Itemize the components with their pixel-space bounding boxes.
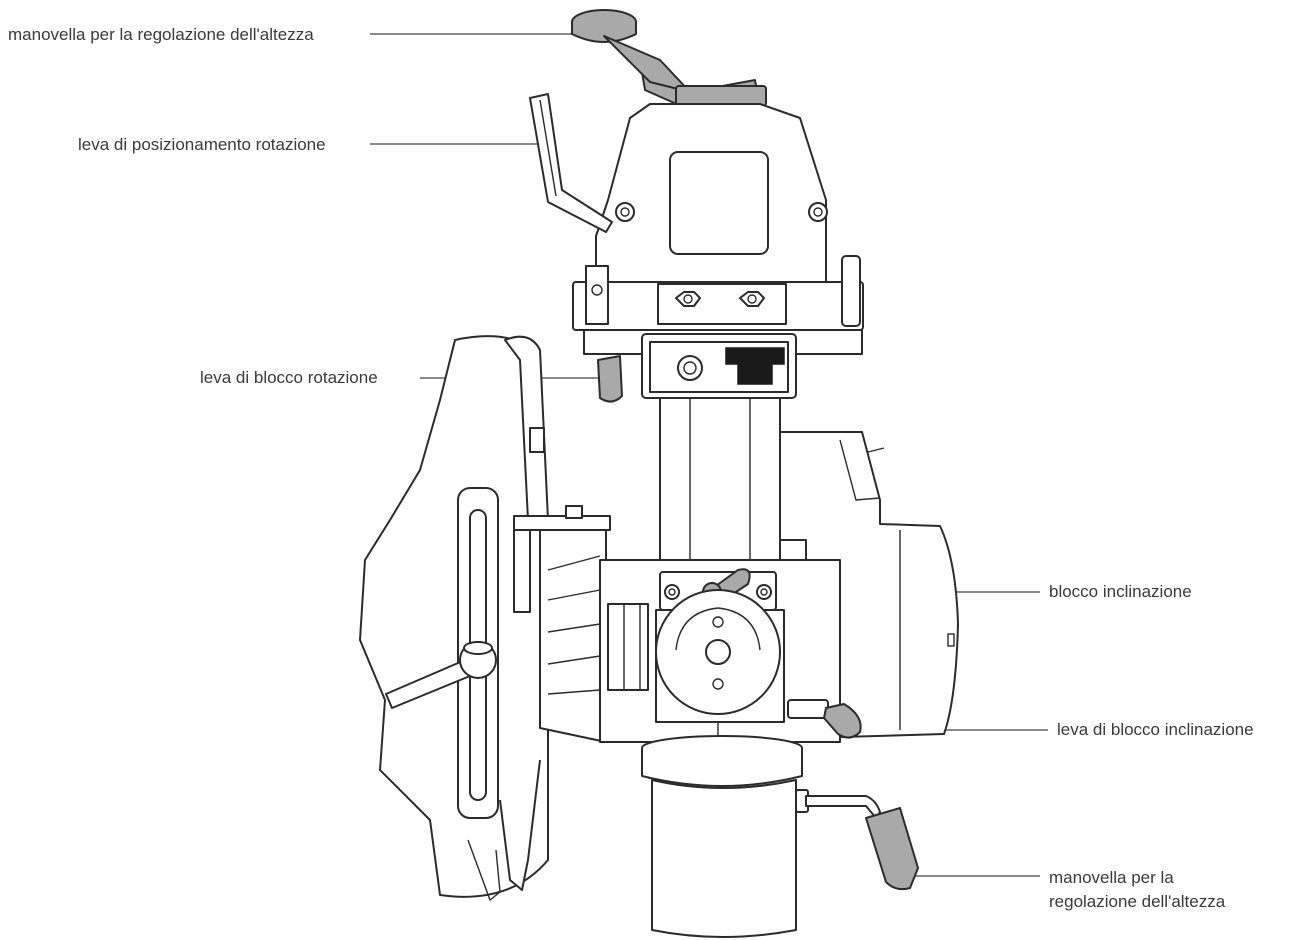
- column: [659, 395, 781, 577]
- column-collar: [641, 333, 797, 399]
- label-height-crank-top: manovella per la regolazione dell'altezz…: [8, 25, 314, 44]
- label-tilt-lock: blocco inclinazione: [1049, 582, 1192, 601]
- bottom-height-crank: [795, 789, 919, 891]
- label-rotation-positioning-lever: leva di posizionamento rotazione: [78, 135, 326, 154]
- tilt-lock-lever: [787, 699, 862, 739]
- label-tilt-lock-lever: leva di blocco inclinazione: [1057, 720, 1254, 739]
- tilt-dial: [655, 589, 785, 742]
- label-rotation-lock-lever: leva di blocco rotazione: [200, 368, 378, 387]
- top-height-crank: [571, 9, 767, 111]
- index-block: [725, 347, 785, 385]
- label-height-crank-bottom-line1: manovella per la: [1049, 868, 1174, 887]
- label-height-crank-bottom-line2: regolazione dell'altezza: [1049, 892, 1226, 911]
- blade-guard: [359, 335, 549, 902]
- rotation-positioning-lever: [529, 93, 613, 233]
- top-head-housing: [595, 103, 828, 283]
- rotation-lock-lever: [597, 355, 623, 403]
- lower-column: [641, 735, 803, 938]
